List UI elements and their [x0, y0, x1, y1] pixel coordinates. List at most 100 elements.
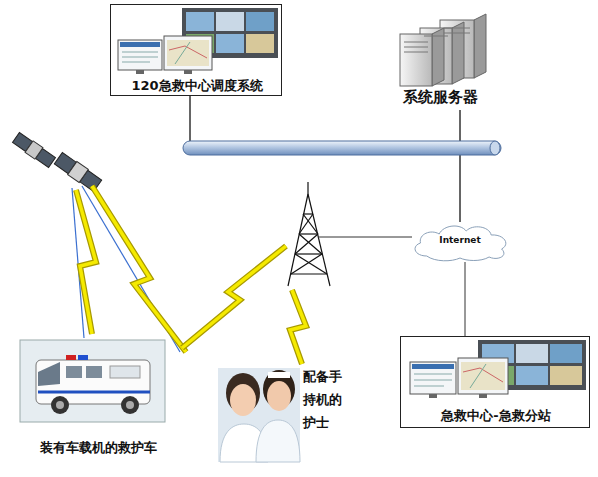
nurses-photo: [230, 384, 256, 416]
control-room-photo: [122, 57, 158, 58]
control-room-photo: [216, 12, 244, 31]
control-room-photo: [184, 70, 192, 74]
nurses-photo: [256, 420, 300, 462]
satellite-icon: [68, 161, 89, 182]
satellite-icon: [12, 132, 56, 169]
radio-tower: [291, 254, 322, 274]
nurses-photo: [218, 368, 300, 462]
ambulance-photo: [126, 401, 134, 409]
control-room-photo: [458, 358, 508, 394]
wireless-bolt: [76, 186, 306, 364]
ambulance-photo: [66, 366, 82, 378]
wireless-bolt: [182, 246, 286, 348]
radio-tower: [295, 254, 327, 274]
satellite-icon: [25, 141, 43, 159]
wireless-bolt: [76, 190, 96, 334]
ambulance-photo: [86, 366, 102, 378]
control-room-photo: [410, 362, 456, 394]
network-link: [460, 110, 461, 222]
radio-tower: [303, 213, 313, 214]
network-wire: [318, 237, 412, 238]
control-room-photo: [410, 340, 586, 398]
control-room-photo: [216, 34, 244, 53]
control-room-photo: [175, 42, 190, 64]
system-node: 配备手 持机的 护士: [215, 362, 360, 462]
radio-tower: [299, 214, 313, 234]
control-room-photo: [246, 34, 274, 53]
server-icon: [444, 33, 470, 34]
nurses-photo: [267, 381, 291, 411]
system-node: 120急救中心调度系统: [110, 4, 282, 96]
ambulance-photo: [38, 391, 150, 394]
control-room-photo: [461, 362, 505, 390]
control-room-photo: [414, 386, 444, 387]
wireless-bolt: [92, 186, 186, 352]
server-icon: [404, 47, 428, 48]
control-room-photo: [414, 374, 452, 375]
control-room-photo: [169, 46, 207, 58]
cloud-node: Internet: [408, 222, 512, 262]
server-icon: [404, 42, 428, 43]
ambulance-photo: [110, 366, 140, 378]
server-icon: [400, 34, 432, 86]
node-label: 系统服务器: [385, 88, 495, 108]
control-room-photo: [122, 62, 150, 63]
control-room-photo: [414, 380, 452, 381]
server-icon: [432, 28, 444, 86]
node-label: 配备手 持机的 护士: [303, 366, 349, 434]
control-room-photo: [164, 36, 212, 70]
control-room-photo: [120, 42, 160, 47]
radio-tower: [295, 234, 318, 254]
server-icon: [404, 52, 428, 53]
server-icon: [400, 14, 486, 86]
network-bus: [490, 141, 500, 155]
control-room-photo: [516, 344, 548, 363]
control-room-photo: [167, 40, 209, 66]
node-label: 120急救中心调度系统: [111, 78, 283, 95]
radio-tower: [299, 233, 318, 234]
system-node: 装有车载机的救护车: [18, 340, 178, 462]
ambulance-photo: [66, 355, 76, 360]
node-label: 急救中心-急救分站: [401, 408, 591, 425]
radio-tower: [295, 253, 322, 254]
network-bus: [183, 141, 501, 155]
control-room-photo: [470, 364, 486, 388]
ambulance-photo: [56, 401, 64, 409]
ambulance-photo: [121, 396, 139, 414]
network-link: [190, 96, 460, 222]
wireless-bolt: [182, 246, 286, 348]
wireless-bolt: [76, 190, 96, 334]
network-bus: [183, 141, 501, 155]
control-room-photo: [136, 70, 144, 74]
control-room-photo: [412, 364, 454, 369]
ambulance-photo: [38, 362, 60, 386]
radio-tower: [288, 182, 330, 286]
server-icon: [474, 14, 486, 78]
network-link: [190, 96, 460, 148]
nurses-photo: [218, 368, 300, 462]
server-icon: [444, 28, 470, 29]
wireless-bolt: [92, 186, 186, 352]
control-room-photo: [118, 8, 278, 74]
radio-tower: [291, 273, 327, 274]
control-room-photo: [550, 344, 582, 363]
control-room-photo: [463, 368, 503, 382]
control-room-photo: [429, 394, 437, 398]
node-label: Internet: [408, 235, 512, 247]
node-label: 装有车载机的救护车: [18, 440, 178, 457]
network-link: [465, 262, 466, 336]
control-room-photo: [186, 12, 214, 31]
control-room-photo: [516, 366, 548, 385]
nurses-photo: [268, 372, 290, 378]
control-room-photo: [479, 394, 487, 398]
server-icon: [424, 36, 448, 37]
system-node: 急救中心-急救分站: [400, 336, 590, 428]
server-icon: [452, 22, 464, 84]
control-room-photo: [122, 52, 158, 53]
radio-tower: [307, 182, 308, 194]
